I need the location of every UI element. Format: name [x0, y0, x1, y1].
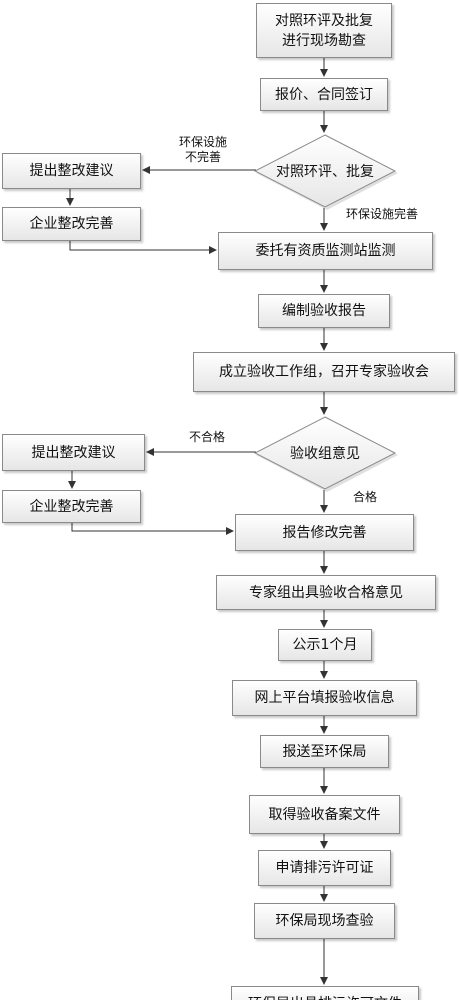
node-apply-permit: 申请排污许可证 [258, 850, 391, 886]
node-entrust-monitoring: 委托有资质监测站监测 [218, 232, 433, 270]
decision-label: 对照环评、批复 [276, 164, 374, 180]
node-epb-inspection: 环保局现场查验 [254, 903, 395, 939]
arrow-s2-n3 [69, 241, 217, 254]
node-enterprise-improve-1: 企业整改完善 [2, 207, 141, 241]
label-d2-fail: 不合格 [188, 430, 225, 444]
label-d1-incomplete: 环保设施 不完善 [178, 135, 227, 164]
node-online-filing: 网上平台填报验收信息 [232, 680, 417, 716]
node-enterprise-improve-2: 企业整改完善 [2, 490, 141, 523]
decision-compare-eia: 对照环评、批复 [253, 134, 398, 210]
node-compile-report: 编制验收报告 [258, 294, 390, 328]
node-submit-epb: 报送至环保局 [260, 735, 389, 768]
decision-label: 验收组意见 [290, 446, 360, 462]
node-rectify-suggestion-2: 提出整改建议 [2, 434, 145, 471]
node-obtain-record: 取得验收备案文件 [249, 795, 400, 834]
node-site-survey: 对照环评及批复 进行现场勘查 [256, 3, 392, 58]
node-public-notice: 公示1个月 [278, 629, 372, 661]
label-d1-complete: 环保设施完善 [346, 207, 419, 221]
node-quote-contract: 报价、合同签订 [260, 78, 388, 111]
diamond-shape [253, 416, 398, 492]
diamond-shape [253, 134, 398, 210]
label-d2-pass: 合格 [353, 490, 378, 504]
node-expert-pass-opinion: 专家组出具验收合格意见 [216, 575, 436, 610]
arrow-s4-n6 [71, 523, 234, 535]
node-rectify-suggestion-1: 提出整改建议 [2, 153, 141, 189]
node-expert-meeting: 成立验收工作组，召开专家验收会 [193, 352, 455, 392]
decision-acceptance-opinion: 验收组意见 [253, 416, 398, 492]
node-report-revision: 报告修改完善 [235, 514, 414, 551]
node-epb-issue-permit: 环保局出具排污许可文件 [231, 986, 419, 1000]
